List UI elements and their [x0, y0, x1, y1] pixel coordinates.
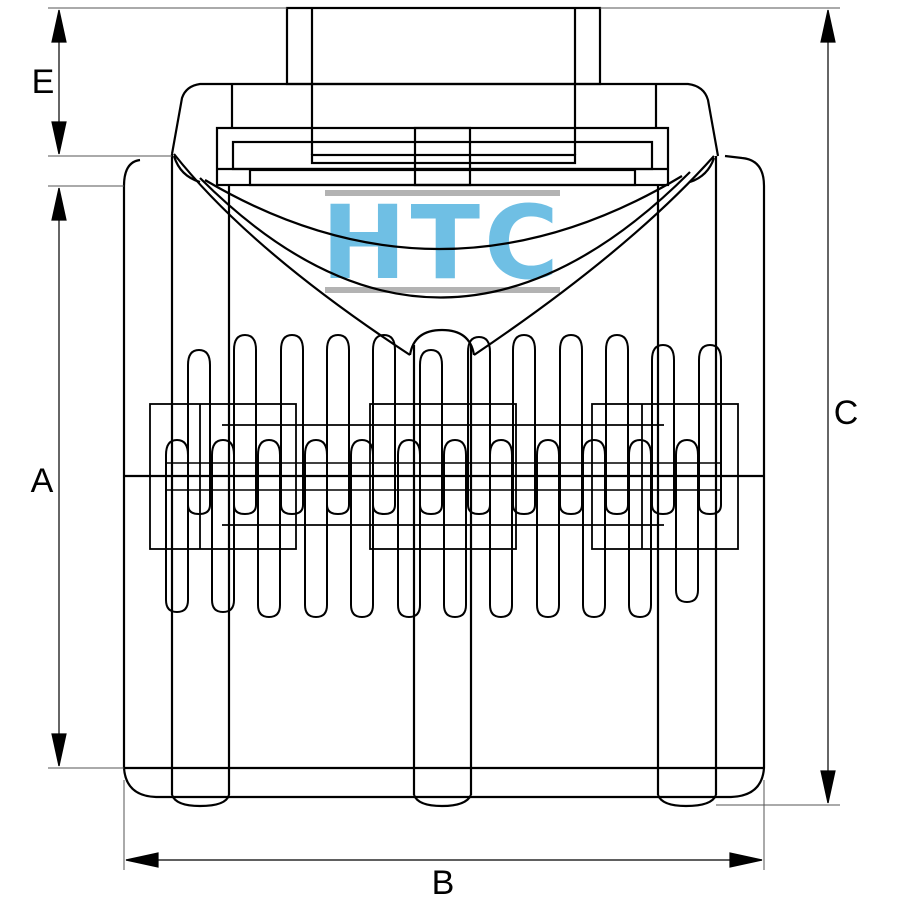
dimension-label-b: B — [432, 864, 455, 901]
logo-text: HTC — [321, 184, 563, 303]
dimension-label-c: C — [834, 394, 859, 432]
top-housing — [170, 82, 720, 157]
dimension-label-e: E — [32, 63, 55, 101]
dimension-label-a: A — [31, 462, 54, 500]
logo-top-bar — [325, 190, 560, 196]
dimension-arrows — [51, 9, 836, 868]
logo-bottom-bar — [325, 287, 560, 293]
carrier-blocks — [124, 403, 764, 550]
body-outline — [122, 154, 766, 799]
htc-logo: HTC — [321, 184, 563, 303]
extension-lines — [48, 7, 840, 870]
latch-tab — [285, 6, 602, 86]
contacts-lower — [165, 438, 699, 619]
connector-outline — [122, 6, 766, 808]
